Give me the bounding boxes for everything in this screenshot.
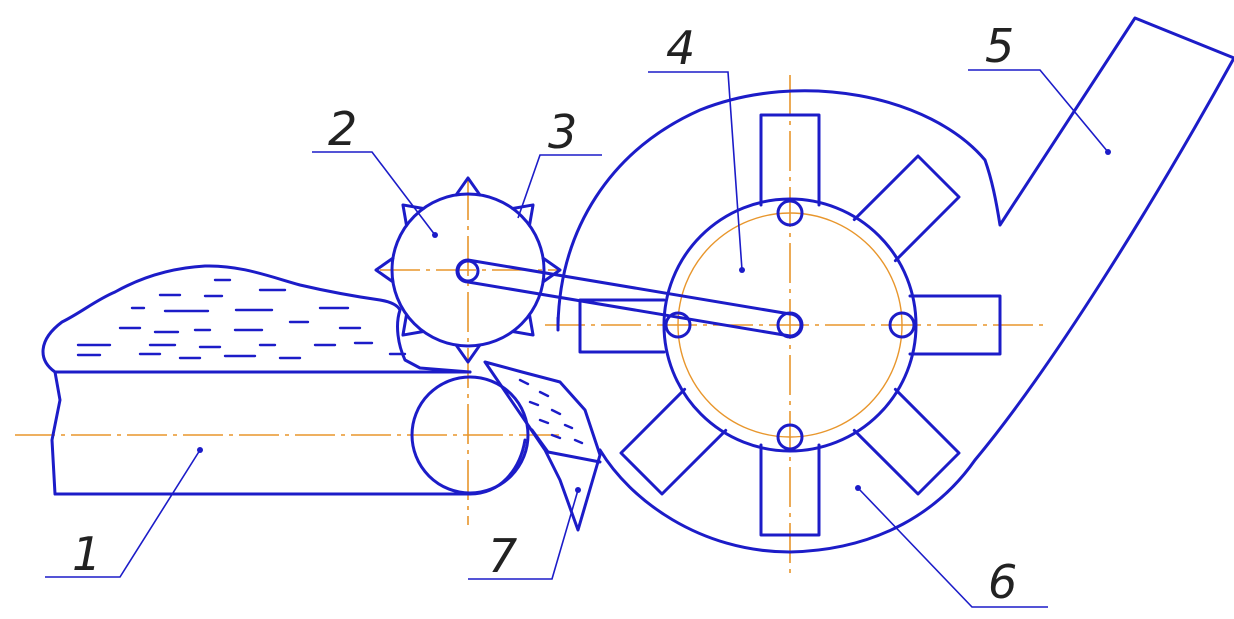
leader-2 xyxy=(312,151,436,236)
label-4: 4 xyxy=(666,21,695,75)
drum-tooth xyxy=(374,256,395,284)
lower-pressure-roller xyxy=(410,375,530,495)
leader-5 xyxy=(968,69,1109,153)
rotor-bolt-hole xyxy=(888,311,916,339)
leader-1-dot xyxy=(197,447,203,453)
feed-conveyor xyxy=(50,370,527,496)
leader-5-dot xyxy=(1105,149,1111,155)
guide-plate xyxy=(483,360,602,532)
rotor-bolt-hole xyxy=(664,311,692,339)
rotor-blades xyxy=(619,113,1002,537)
drum-tooth xyxy=(454,343,482,364)
rotor-pitch-circle xyxy=(677,212,903,438)
leader-4-dot xyxy=(739,267,745,273)
rotor-blade xyxy=(908,294,1002,356)
drum-tooth xyxy=(541,256,562,284)
drum-tooth xyxy=(401,203,425,227)
label-7: 7 xyxy=(488,529,517,583)
rotor-bolt-hole xyxy=(776,311,804,339)
rotor-housing xyxy=(556,16,1234,554)
label-2: 2 xyxy=(328,102,357,156)
leader-1 xyxy=(45,449,201,578)
rotor xyxy=(578,113,1002,537)
rotor-blade xyxy=(852,154,961,263)
leader-7-dot xyxy=(575,487,581,493)
leader-7 xyxy=(468,489,579,580)
label-6: 6 xyxy=(988,555,1017,609)
drum-tooth xyxy=(454,176,482,197)
material-layer xyxy=(41,264,472,374)
rotor-hub-disc xyxy=(662,197,918,453)
material-hatching xyxy=(76,278,407,360)
leader-4 xyxy=(648,71,743,271)
rotor-blade xyxy=(759,443,821,537)
drum-tooth xyxy=(511,313,535,337)
rotor-bolt-hole xyxy=(776,199,804,227)
feed-drum-body xyxy=(390,192,546,348)
conveyor-belt-outline xyxy=(50,370,472,496)
guide-plate-inner-edge xyxy=(530,428,602,464)
label-3: 3 xyxy=(548,105,577,159)
leader-3 xyxy=(517,154,602,219)
rotor-blade xyxy=(852,387,961,496)
rotor-blade xyxy=(759,113,821,207)
rotor-bolts xyxy=(664,199,916,451)
feed-drum-hub xyxy=(456,259,480,283)
label-5: 5 xyxy=(985,19,1014,73)
guide-plate-outline xyxy=(483,360,602,532)
center-lines xyxy=(15,75,1045,575)
rotor-blade-left-bar xyxy=(578,298,666,354)
leader-6-dot xyxy=(855,485,861,491)
drum-tooth xyxy=(511,203,535,227)
material-heap-outline xyxy=(41,264,472,374)
drum-teeth xyxy=(374,176,562,364)
label-1: 1 xyxy=(72,527,101,581)
housing-and-chute-outline xyxy=(556,16,1234,554)
rotor-blade xyxy=(619,387,728,496)
guide-hatching xyxy=(518,378,584,445)
rotor-bolt-hole xyxy=(776,423,804,451)
leader-6 xyxy=(857,487,1048,608)
drum-tooth xyxy=(401,313,425,337)
leader-2-dot xyxy=(432,232,438,238)
callouts: 1 2 3 4 5 6 7 xyxy=(45,19,1111,609)
